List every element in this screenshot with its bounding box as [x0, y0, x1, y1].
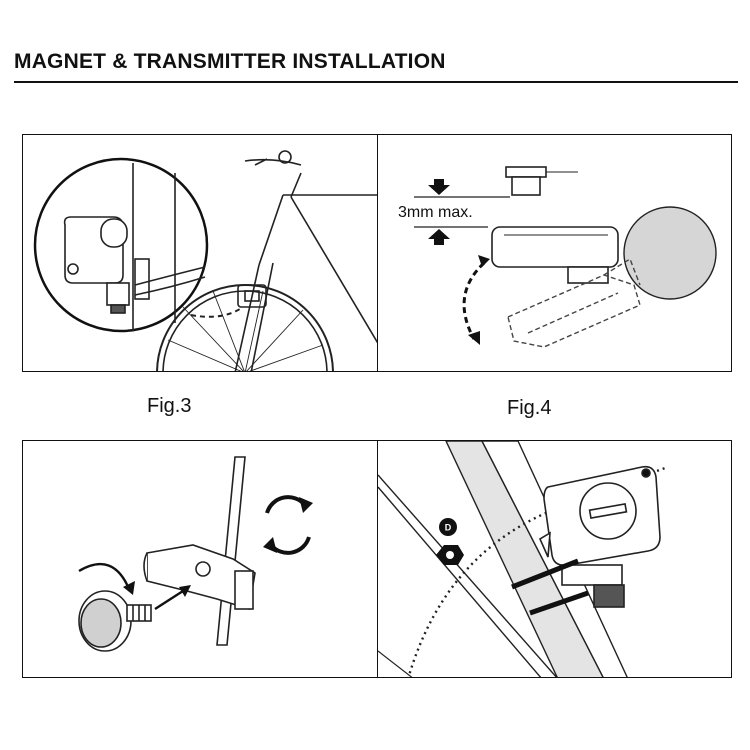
fork-sensor — [237, 284, 267, 308]
wheel-spoke-1 — [378, 474, 558, 677]
bike-fork-inner — [250, 262, 274, 371]
page-title: MAGNET & TRANSMITTER INSTALLATION — [14, 50, 446, 73]
zip-tie-upper — [511, 558, 579, 590]
figure-4-caption: Fig.4 — [507, 397, 552, 419]
magnet-body — [511, 176, 541, 196]
bike-head-tube — [258, 194, 284, 266]
figure-3-caption: Fig.3 — [147, 395, 192, 417]
bicycle-illustration — [33, 150, 377, 371]
frame-pole — [216, 456, 246, 646]
figure-6-panel: D — [377, 440, 732, 678]
magnet-badge-letter: D — [445, 523, 452, 533]
insert-arrow — [154, 589, 184, 611]
bike-down-tube — [290, 196, 377, 344]
sensor-zone-circle — [623, 206, 717, 300]
sensor-solid — [491, 226, 619, 268]
figure-4-panel: 3mm max. — [377, 134, 732, 372]
magnet-top — [505, 166, 547, 178]
arrow-down-icon — [428, 179, 450, 195]
rotation-arrow — [462, 261, 486, 340]
bike-fork — [234, 264, 260, 371]
magnify-leader — [190, 306, 244, 318]
gap-illustration: 3mm max. — [398, 166, 717, 348]
bike-stem — [290, 172, 302, 198]
magnet-path-dotted — [407, 465, 669, 677]
zip-tie-lower — [529, 590, 589, 616]
bike-handlebar — [244, 158, 302, 166]
title-underline — [14, 81, 738, 83]
tighten-arrow — [78, 562, 131, 590]
wheel-spoke-2 — [378, 486, 542, 677]
fork-tube-gray — [445, 441, 604, 677]
gap-dimension-label: 3mm max. — [398, 204, 473, 221]
figure-3-panel — [22, 134, 378, 372]
arrow-up-icon — [428, 229, 450, 245]
sensor-knob — [593, 584, 625, 608]
magnet-badge — [439, 518, 457, 536]
mounted-sensor-illustration: D — [378, 441, 669, 677]
bracket-illustration — [78, 456, 313, 652]
sensor-rotated-ghost — [507, 257, 641, 348]
figure-5-panel — [22, 440, 378, 678]
